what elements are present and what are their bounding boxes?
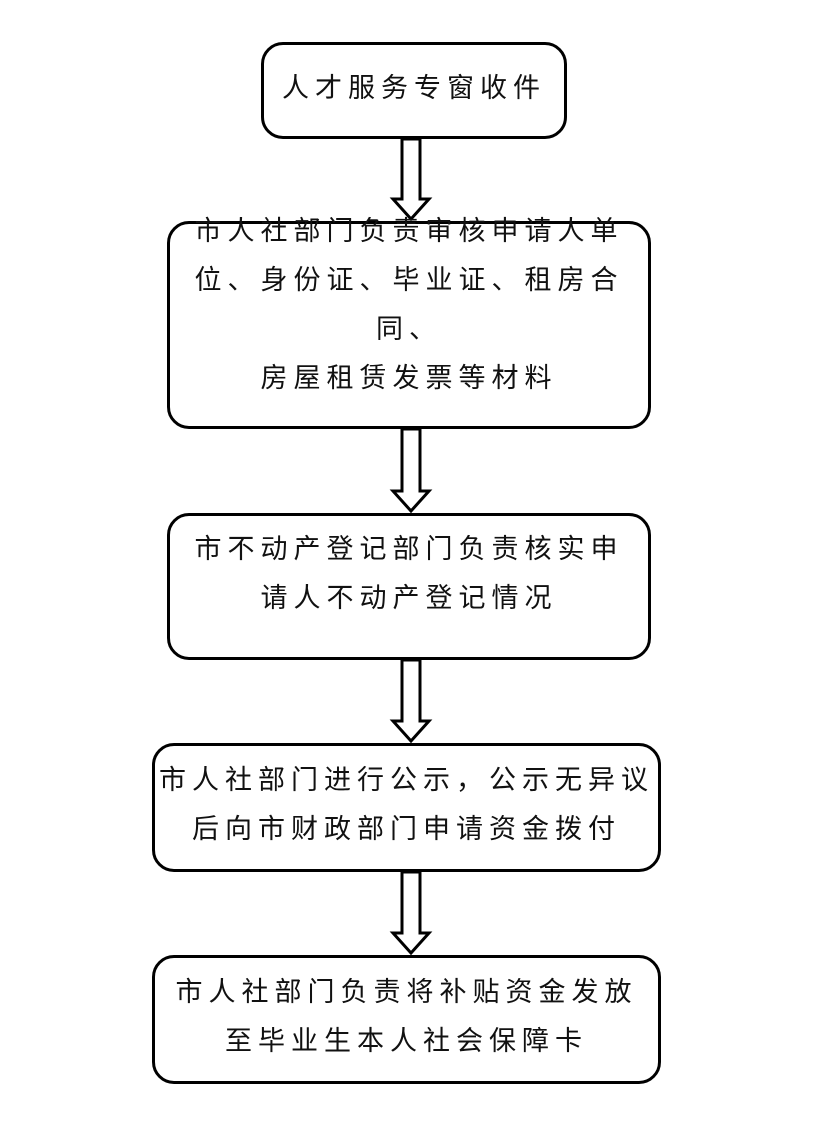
flow-step-text: 市不动产登记部门负责核实申 请人不动产登记情况 [194,534,624,614]
arrow-down-icon [389,427,433,514]
flow-step-text: 人才服务专窗收件 [282,72,546,104]
flow-step-3: 市不动产登记部门负责核实申 请人不动产登记情况 [167,513,651,660]
flow-step-1: 人才服务专窗收件 [261,42,567,139]
flow-step-text: 市人社部门负责将补贴资金发放 至毕业生本人社会保障卡 [175,977,638,1057]
arrow-down-icon [389,870,433,956]
flow-step-2: 市人社部门负责审核申请人单 位、身份证、毕业证、租房合同、 房屋租赁发票等材料 [167,216,651,429]
flow-step-text: 市人社部门负责审核申请人单 位、身份证、毕业证、租房合同、 房屋租赁发票等材料 [194,216,624,394]
arrow-down-icon [389,658,433,744]
flow-step-4: 市人社部门进行公示，公示无异议 后向市财政部门申请资金拨付 [152,743,661,872]
flow-step-5: 市人社部门负责将补贴资金发放 至毕业生本人社会保障卡 [152,955,661,1084]
arrow-down-icon [389,137,433,222]
flow-step-text: 市人社部门进行公示，公示无异议 后向市财政部门申请资金拨付 [159,765,654,845]
